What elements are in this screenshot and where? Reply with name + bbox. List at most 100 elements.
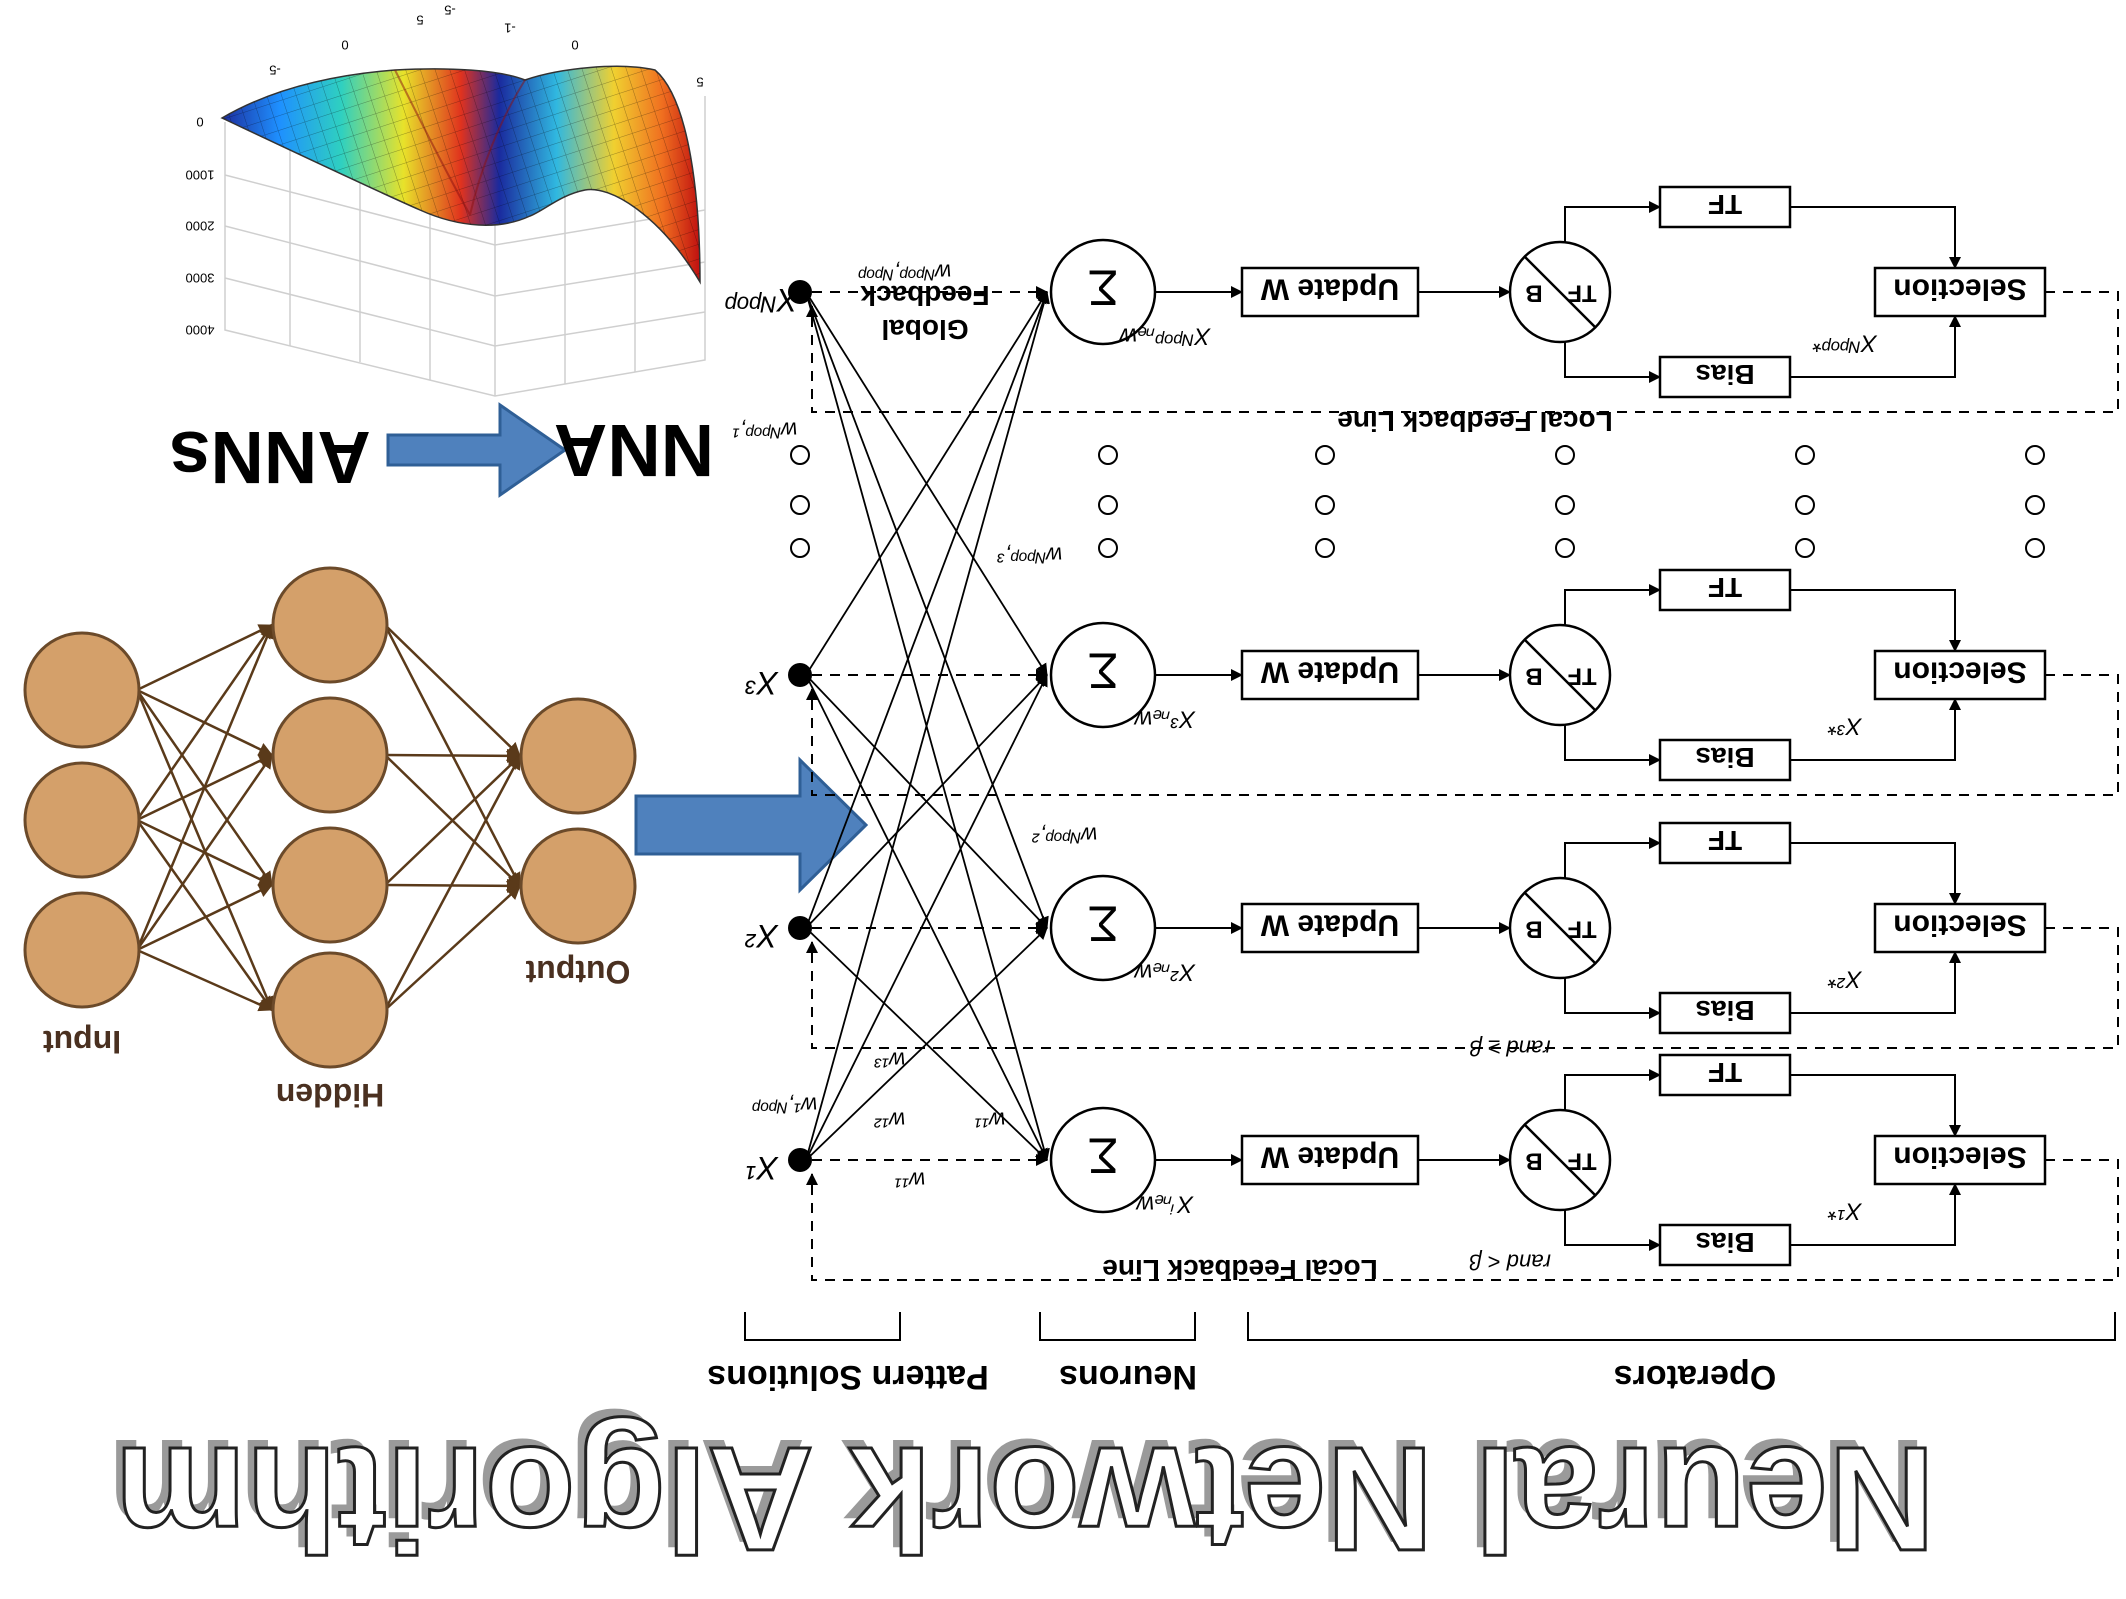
- ellipsis-dot: [1315, 495, 1335, 515]
- input-label: Input: [43, 1024, 122, 1060]
- ann-edge: [135, 754, 274, 951]
- anns-label: ANNs: [169, 416, 370, 499]
- tf-b-divider: [1524, 892, 1596, 964]
- y-tick-label: -1: [504, 20, 516, 35]
- update-w-label: Update W: [1260, 273, 1399, 306]
- weight-edge: [805, 291, 1048, 676]
- weight-edge: [805, 291, 1049, 929]
- neurons-label: Neurons: [1059, 1358, 1197, 1396]
- ann-node: [519, 827, 637, 945]
- branch-to-tf: [1564, 201, 1661, 242]
- tf-label: TF: [1708, 825, 1742, 856]
- x-tick-label: 0: [341, 37, 348, 52]
- ellipsis-dot: [1795, 445, 1815, 465]
- ann-edge: [384, 755, 521, 886]
- selection-label: Selection: [1893, 656, 2026, 689]
- anns-to-nna: ANNs NNA: [169, 402, 714, 499]
- branch-to-bias: [1564, 342, 1661, 383]
- weight-label: w¹¹: [895, 1167, 926, 1192]
- pattern-solutions-label: Pattern Solutions: [707, 1358, 988, 1396]
- x-new-label: X²ₙₑw: [1133, 959, 1196, 986]
- rand-lt-label: rand < β: [1469, 1249, 1551, 1274]
- z-tick-label: 3000: [186, 270, 215, 285]
- sigma-symbol: Σ: [1088, 643, 1119, 699]
- bias-label: Bias: [1695, 995, 1754, 1026]
- tf-b-divider: [1524, 639, 1596, 711]
- weight-label: w¹³: [874, 1047, 905, 1072]
- bias-box: [1658, 1223, 1792, 1267]
- weight-label: w¹¹: [975, 1107, 1006, 1132]
- x-star-label: X²*: [1828, 966, 1863, 993]
- ellipsis-dot: [790, 538, 810, 558]
- z-tick-label: 2000: [186, 218, 215, 233]
- pattern-node: [788, 663, 812, 687]
- pattern-label: X¹: [746, 1150, 779, 1186]
- ann-edge: [136, 883, 273, 952]
- y-tick-label: 0: [571, 37, 578, 52]
- branch-to-tf: [1564, 1069, 1661, 1110]
- z-tick-label: 1000: [186, 167, 215, 182]
- tf-to-selection: [1790, 842, 1961, 905]
- x-star-label: X³*: [1828, 713, 1863, 740]
- local-feedback-line: [806, 674, 2119, 796]
- rand-ge-label: rand ≥ β: [1469, 1035, 1550, 1060]
- pattern-label: Xᴺᵖᵒᵖ: [724, 282, 799, 318]
- tf-circle-label: TF: [1567, 663, 1596, 690]
- x-new-label: Xⁱₙₑw: [1135, 1191, 1194, 1218]
- b-circle-label: B: [1525, 280, 1542, 307]
- ann-edge: [384, 624, 521, 757]
- pattern-node: [788, 916, 812, 940]
- weight-edge: [805, 291, 1050, 1161]
- bias-label: Bias: [1695, 359, 1754, 390]
- update-w-label: Update W: [1260, 909, 1399, 942]
- selection-box: [1873, 1134, 2047, 1186]
- output-label: Output: [525, 954, 630, 990]
- sigma-symbol: Σ: [1088, 896, 1119, 952]
- bias-to-selection: [1790, 698, 1961, 761]
- weight-edge: [805, 674, 1048, 929]
- ann-edge: [384, 748, 521, 763]
- x-new-label: X³ₙₑw: [1133, 706, 1196, 733]
- bias-to-selection: [1790, 315, 1961, 378]
- ellipsis-dot: [1098, 445, 1118, 465]
- local-feedback-line: [806, 1159, 2119, 1281]
- bias-to-selection: [1790, 1183, 1961, 1246]
- nna-label: NNA: [554, 409, 714, 492]
- local-feedback-line: [806, 927, 2119, 1049]
- global-feedback-label: Feedback: [860, 280, 990, 311]
- tf-label: TF: [1708, 1057, 1742, 1088]
- ann-node: [271, 951, 389, 1069]
- tf-to-selection: [1790, 589, 1961, 652]
- update-w-box: [1240, 649, 1420, 701]
- x-tick-label: 5: [416, 12, 423, 27]
- weight-edge: [805, 674, 1048, 1161]
- x-star-label: Xᴺᵖᵒᵖ*: [1812, 330, 1877, 357]
- operators-label: Operators: [1614, 1358, 1777, 1396]
- ann-edge: [383, 755, 522, 1011]
- ann-edge: [135, 624, 274, 821]
- ellipsis-dot: [1555, 495, 1575, 515]
- weight-label: wᴺᵖᵒᵖ,²: [1032, 822, 1097, 847]
- ann-node: [271, 566, 389, 684]
- update-w-label: Update W: [1260, 1141, 1399, 1174]
- branch-to-tf: [1564, 837, 1661, 878]
- selection-box: [1873, 649, 2047, 701]
- ann-edge: [136, 948, 273, 1012]
- x-tick-label: -5: [269, 62, 281, 77]
- weight-edge: [805, 927, 1048, 1161]
- tf-label: TF: [1708, 189, 1742, 220]
- ellipsis-dot: [2025, 445, 2045, 465]
- y-tick-label: 5: [696, 74, 703, 89]
- tf-b-divider: [1524, 256, 1596, 328]
- bias-box: [1658, 355, 1792, 399]
- pattern-node: [788, 1148, 812, 1172]
- ann-node: [519, 697, 637, 815]
- tf-b-divider: [1524, 1124, 1596, 1196]
- tf-to-selection: [1790, 1074, 1961, 1137]
- ellipsis-dot: [790, 495, 810, 515]
- tf-circle-label: TF: [1567, 280, 1596, 307]
- branch-to-bias: [1564, 978, 1661, 1019]
